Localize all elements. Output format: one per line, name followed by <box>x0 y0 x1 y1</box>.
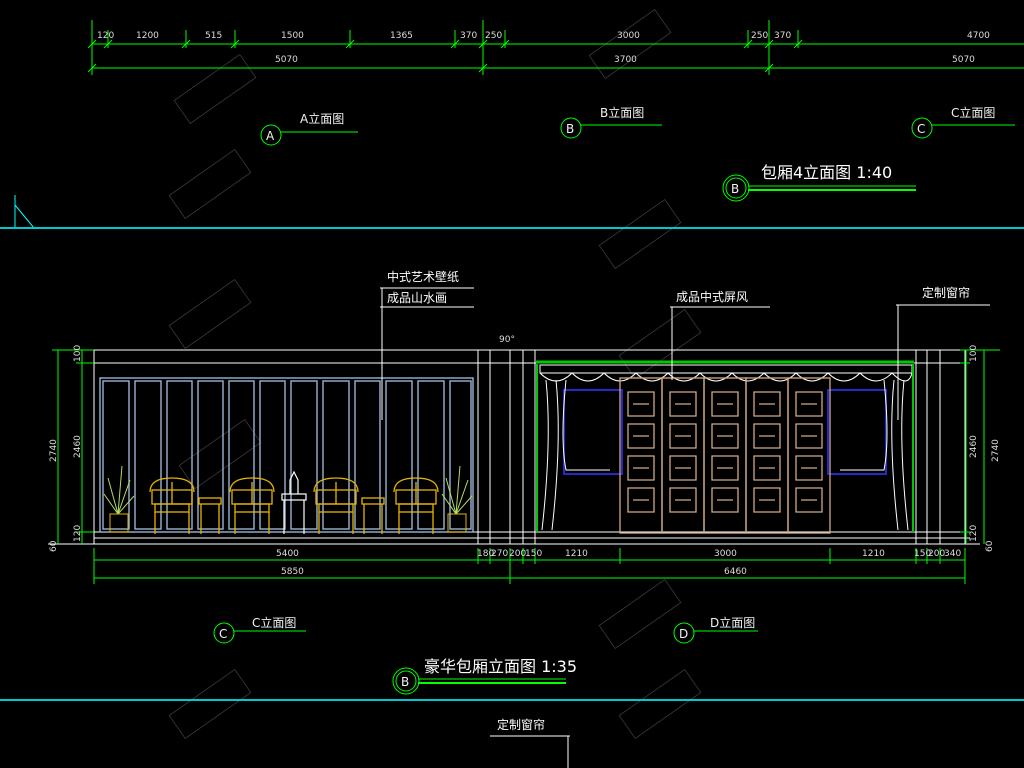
bottom-dim-label: 5400 <box>276 549 299 559</box>
wall-panels <box>99 377 474 533</box>
bottom-dim-label: 180 <box>477 549 494 559</box>
bottom-annotation-curtain: 定制窗帘 <box>490 717 570 768</box>
bottom-dim-label: 150 <box>914 549 931 559</box>
section-label-text: B立面图 <box>600 105 644 120</box>
drawing-title-2: B 豪华包厢立面图 1:35 <box>392 657 577 695</box>
bottom-dim-label: 340 <box>944 549 961 559</box>
bottom-dimension-row1-labels: 5400 180 270 200 150 1210 3000 1210 150 … <box>276 549 961 559</box>
section-label-c-lower: C C立面图 <box>213 615 306 644</box>
vertical-dim-label: 2740 <box>991 439 1001 462</box>
bottom-dim-label: 200 <box>928 549 945 559</box>
top-dim-label: 250 <box>485 31 502 41</box>
bubble-letter: C <box>219 627 227 641</box>
top-dim-label: 370 <box>774 31 791 41</box>
vertical-dim-label: 120 <box>73 525 83 542</box>
top-dim-label: 1365 <box>390 31 413 41</box>
bottom-dim-label: 200 <box>509 549 526 559</box>
vertical-dim-label: 2460 <box>969 435 979 458</box>
top-dimension-row2-labels: 5070 3700 5070 <box>275 55 975 65</box>
bubble-letter: C <box>917 122 925 136</box>
window-left <box>563 389 623 475</box>
bottom-dim-label: 150 <box>525 549 542 559</box>
bottom-dim-total: 5850 <box>281 567 304 577</box>
bottom-dim-label: 3000 <box>714 549 737 559</box>
curtain-drapes <box>541 379 909 531</box>
top-dimension-row1-labels: 120 1200 515 1500 1365 370 250 3000 250 … <box>97 31 990 41</box>
section-label-d-lower: D D立面图 <box>673 615 758 644</box>
elevation-outline <box>48 349 980 545</box>
annotation-text: 中式艺术壁纸 <box>387 269 459 284</box>
drawing-title-text: 豪华包厢立面图 1:35 <box>424 657 577 676</box>
annotation-text: 成品中式屏风 <box>676 289 748 304</box>
chair-right-2 <box>393 477 439 534</box>
vertical-dim-label: 60 <box>985 540 995 552</box>
bubble-letter: B <box>401 675 409 689</box>
vertical-dims-right <box>960 349 1000 544</box>
annotation-screen: 成品中式屏风 <box>670 289 770 380</box>
top-dim-label: 1500 <box>281 31 304 41</box>
top-dim-total: 5070 <box>952 55 975 65</box>
bottom-dim-label: 270 <box>491 549 508 559</box>
drawing-title-1: B 包厢4立面图 1:40 <box>722 163 916 202</box>
angle-label: 90° <box>499 335 515 345</box>
bottom-dim-label: 1210 <box>565 549 588 559</box>
watermark-pattern <box>168 9 702 739</box>
bubble-letter: D <box>679 627 688 641</box>
side-table-2 <box>361 497 385 534</box>
section-label-b: B B立面图 <box>560 105 662 139</box>
section-label-text: C立面图 <box>252 615 296 630</box>
top-dim-label: 250 <box>751 31 768 41</box>
top-dimension-lines <box>91 20 1024 75</box>
annotation-curtain: 定制窗帘 <box>896 285 990 420</box>
folding-screen <box>619 377 831 534</box>
bottom-dim-total: 6460 <box>724 567 747 577</box>
annotation-text: 定制窗帘 <box>922 285 970 300</box>
top-dim-label: 4700 <box>967 31 990 41</box>
potted-plant-left <box>103 465 135 533</box>
top-dim-label: 370 <box>460 31 477 41</box>
section-label-text: C立面图 <box>951 105 995 120</box>
chair-left-2 <box>229 477 275 534</box>
top-dim-total: 5070 <box>275 55 298 65</box>
vertical-dim-label: 2740 <box>49 439 59 462</box>
top-dim-label: 3000 <box>617 31 640 41</box>
drawing-title-text: 包厢4立面图 1:40 <box>761 163 892 182</box>
chair-left-1 <box>149 477 195 534</box>
annotation-wallpaper: 中式艺术壁纸 成品山水画 <box>380 269 474 420</box>
top-dim-label: 515 <box>205 31 222 41</box>
center-table-with-sculpture <box>281 470 307 534</box>
section-label-c: C C立面图 <box>911 105 1015 139</box>
vertical-dim-label: 120 <box>969 525 979 542</box>
annotation-text: 成品山水画 <box>387 291 447 305</box>
vertical-dim-label: 100 <box>969 345 979 362</box>
annotation-text: 定制窗帘 <box>497 717 545 732</box>
vertical-dim-label: 100 <box>73 345 83 362</box>
section-label-text: A立面图 <box>300 111 344 126</box>
left-edge-marker <box>14 195 35 229</box>
bottom-dim-label: 1210 <box>862 549 885 559</box>
top-dim-total: 3700 <box>614 55 637 65</box>
vertical-dim-label: 2460 <box>73 435 83 458</box>
side-table-1 <box>198 497 222 534</box>
bottom-dimension-row2-labels: 5850 6460 <box>281 567 747 577</box>
top-dim-label: 1200 <box>136 31 159 41</box>
vertical-dim-label: 60 <box>49 540 59 552</box>
window-right <box>827 389 887 475</box>
section-label-text: D立面图 <box>710 615 755 630</box>
top-dimension-ticks <box>87 39 803 73</box>
vertical-dims-left <box>52 349 94 544</box>
top-dim-label: 120 <box>97 31 114 41</box>
potted-plant-right <box>441 465 473 533</box>
chair-right-1 <box>313 477 359 534</box>
bubble-letter: B <box>731 182 739 196</box>
section-label-a: A A立面图 <box>260 111 358 146</box>
bubble-letter: A <box>266 129 275 143</box>
bottom-dimension-lines <box>93 548 966 584</box>
bubble-letter: B <box>566 122 574 136</box>
